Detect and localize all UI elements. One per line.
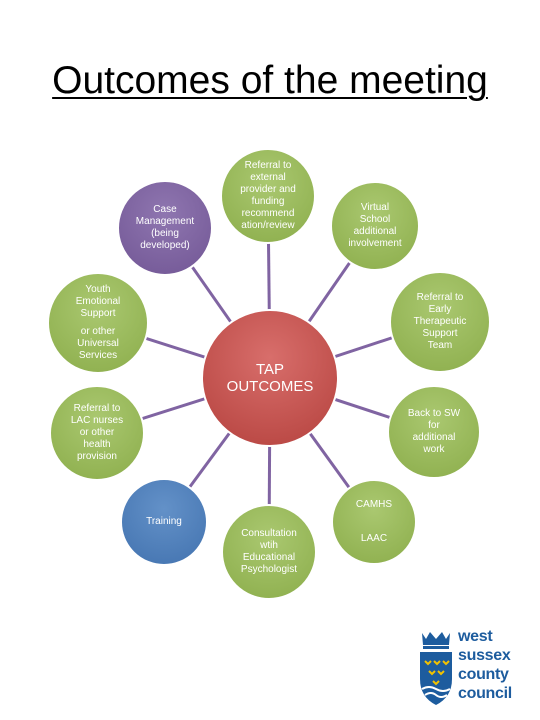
node-label-virtual-school: Virtual School additional involvement [343, 190, 407, 263]
node-early-therapeutic [389, 271, 491, 373]
node-text-line: CAMHS [355, 498, 393, 510]
node-label-back-to-sw: Back to SW for additional work [401, 394, 468, 470]
west-sussex-logo: west sussex county council [416, 627, 528, 711]
node-text-line: LAAC [360, 533, 388, 545]
logo-word-county: county [458, 666, 509, 683]
node-back-to-sw [387, 385, 481, 479]
logo-word-sussex: sussex [458, 647, 511, 664]
node-text-line: Virtual School additional involvement [348, 201, 402, 249]
node-text-line: Case Management (being developed) [135, 203, 195, 251]
node-label-lac-nurses: Referral to LAC nurses or other health p… [63, 394, 131, 472]
center-node [201, 309, 339, 447]
node-camhs-laac [331, 479, 417, 565]
node-text-line: Referral to LAC nurses or other health p… [70, 402, 124, 462]
node-external-referral [220, 148, 316, 244]
node-label-camhs-laac: CAMHS LAAC [344, 487, 405, 556]
node-virtual-school [330, 181, 420, 271]
node-youth-emotional [47, 272, 149, 374]
node-lac-nurses [49, 385, 145, 481]
node-training [120, 478, 208, 566]
node-label-educational-psychologist: Consultation wtih Educational Psychologi… [235, 513, 303, 591]
node-text-line: or other Universal Services [77, 325, 119, 361]
node-label-external-referral: Referral to external provider and fundin… [234, 157, 302, 235]
node-educational-psychologist [221, 504, 317, 600]
node-text-line: Back to SW for additional work [407, 407, 461, 455]
logo-word-west: west [458, 628, 493, 645]
node-label-training: Training [133, 487, 195, 558]
slide-title: Outcomes of the meeting [52, 59, 488, 102]
node-label-case-management: Case Management (being developed) [131, 189, 199, 267]
node-label-youth-emotional: Youth Emotional Support or other Universa… [62, 282, 135, 365]
node-text-line: Referral to Early Therapeutic Support Te… [413, 292, 467, 351]
center-label: TAP OUTCOMES [226, 361, 314, 395]
node-text-line: Referral to external provider and fundin… [240, 159, 296, 231]
node-text-line: Training [146, 515, 182, 527]
node-label-early-therapeutic: Referral to Early Therapeutic Support Te… [404, 281, 477, 364]
crest-icon [420, 632, 452, 705]
logo-word-council: council [458, 685, 512, 702]
node-text-line: Consultation wtih Educational Psychologi… [240, 527, 298, 575]
node-text-line: Youth Emotional Support [75, 284, 121, 320]
node-case-management [117, 180, 213, 276]
